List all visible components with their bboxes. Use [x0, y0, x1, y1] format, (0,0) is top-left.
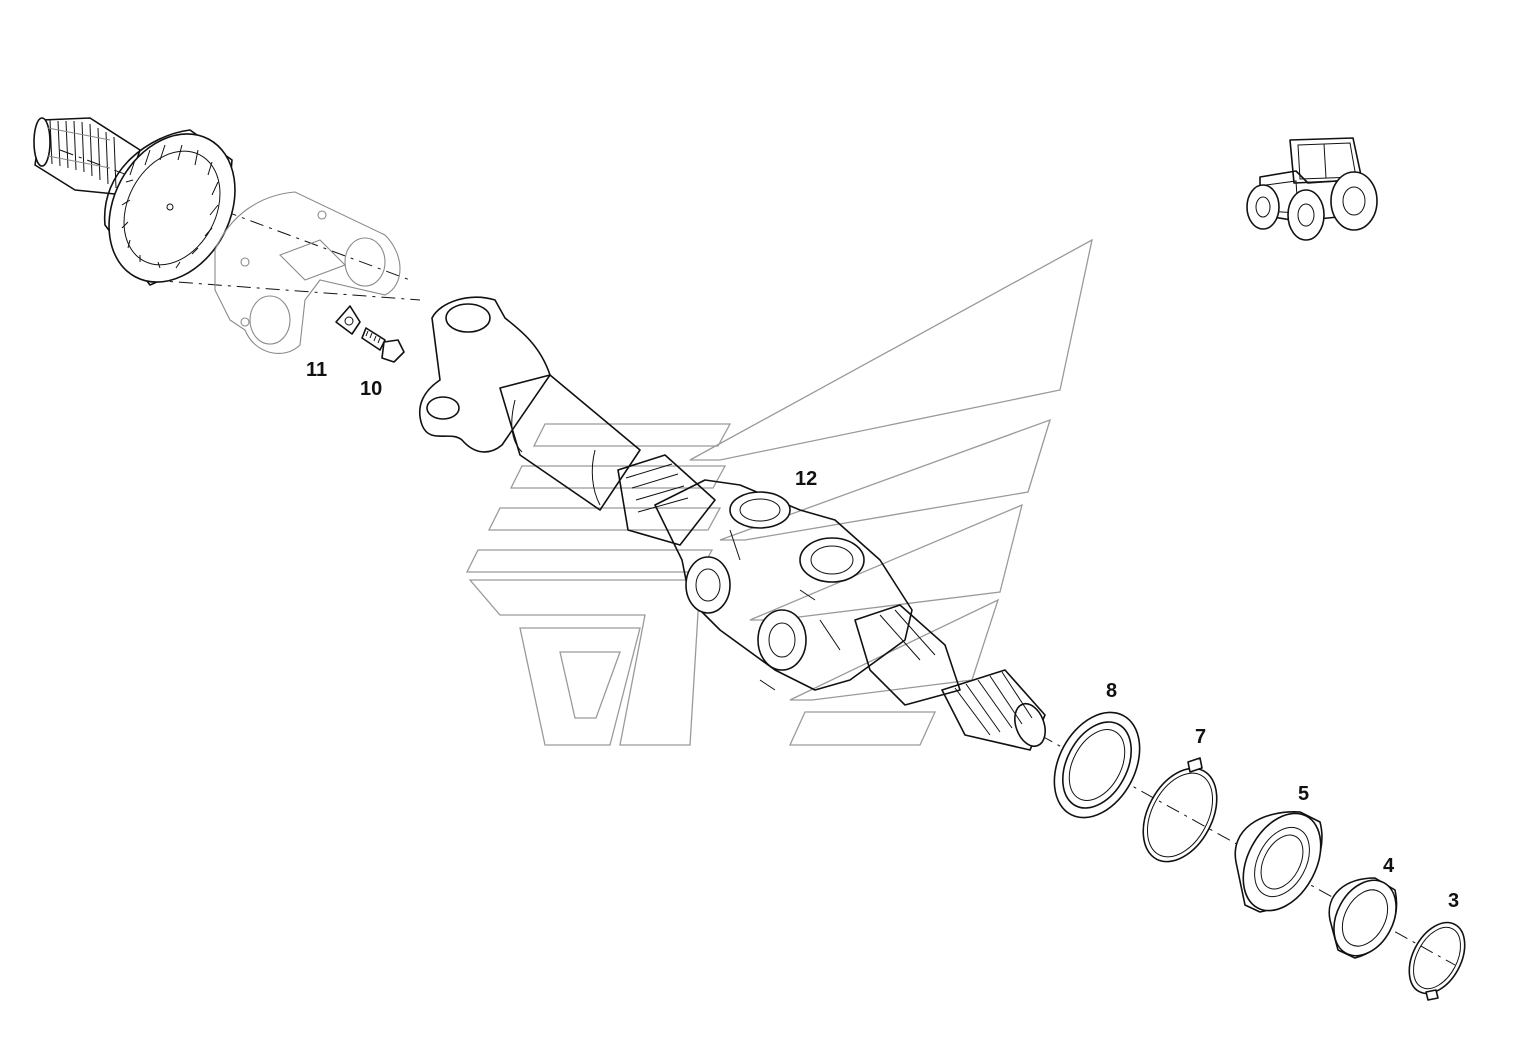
callout-5: 5 — [1298, 783, 1309, 805]
circlip-small — [1408, 921, 1466, 1001]
brand-watermark-icon — [465, 238, 1093, 746]
circlip-large — [1142, 757, 1218, 863]
yoke-flange — [214, 191, 401, 354]
callout-4: 4 — [1383, 855, 1395, 877]
callout-12: 12 — [795, 468, 817, 490]
callout-7: 7 — [1195, 726, 1206, 748]
callout-11: 11 — [306, 359, 327, 381]
callout-3: 3 — [1448, 890, 1459, 912]
ball-bearing — [1234, 811, 1323, 913]
hex-bolt — [361, 327, 405, 363]
tractor-icon — [1246, 137, 1378, 241]
sleeve-ring — [1328, 877, 1398, 959]
lock-washer — [335, 305, 361, 335]
flange-disc — [103, 129, 236, 286]
oil-seal — [1053, 711, 1141, 819]
cardan-shaft — [418, 296, 1046, 751]
callout-8: 8 — [1106, 680, 1117, 702]
callout-10: 10 — [360, 378, 382, 400]
